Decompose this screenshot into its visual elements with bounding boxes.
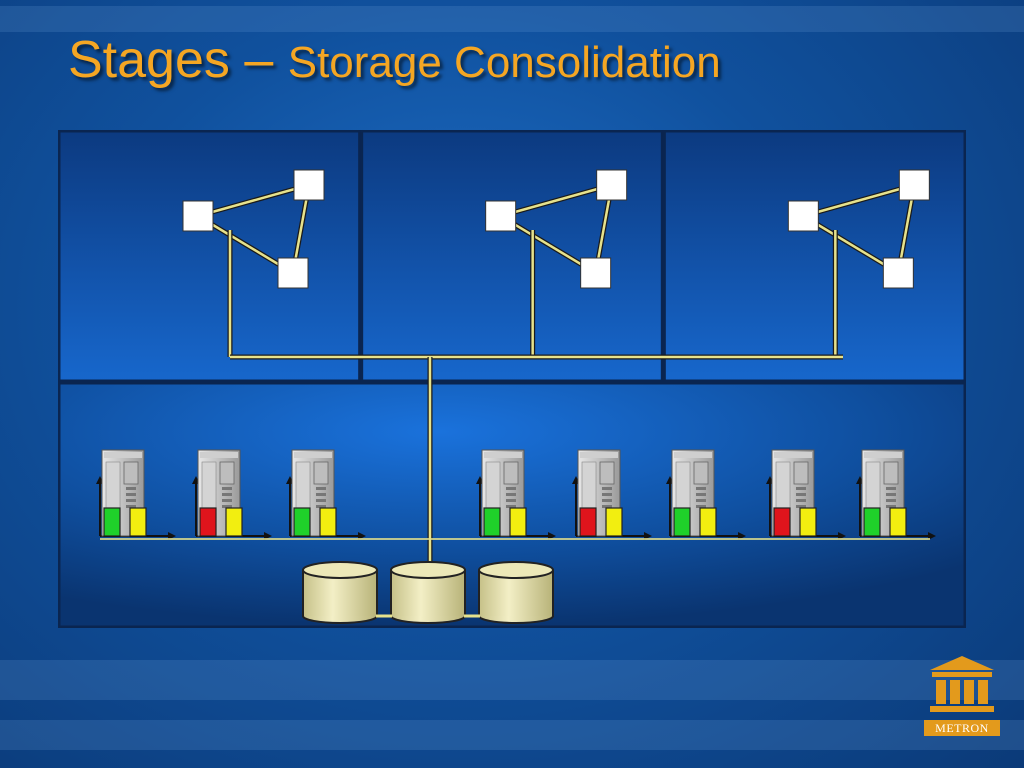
- network-link: [197, 214, 294, 275]
- title-sub: Storage Consolidation: [287, 38, 721, 87]
- status-indicator-green: [293, 507, 311, 537]
- storage-disk-icon: [302, 561, 378, 624]
- status-indicator-yellow: [889, 507, 907, 537]
- title-main: Stages –: [68, 31, 288, 89]
- network-node-icon: [580, 257, 612, 289]
- status-indicator-green: [103, 507, 121, 537]
- region-panel-1: [58, 130, 362, 383]
- slide-title: Stages – Storage Consolidation: [68, 30, 721, 100]
- background-stripe: [0, 720, 1024, 750]
- network-node-icon: [182, 200, 214, 232]
- storage-disk-icon: [478, 561, 554, 624]
- network-node-icon: [293, 169, 325, 201]
- network-link: [802, 183, 915, 218]
- network-link: [500, 183, 613, 218]
- network-link: [802, 214, 899, 275]
- network-node-icon: [596, 169, 628, 201]
- network-node-icon: [485, 200, 517, 232]
- network-node-icon: [898, 169, 930, 201]
- storage-disk-icon: [390, 561, 466, 624]
- status-indicator-green: [483, 507, 501, 537]
- status-indicator-yellow: [129, 507, 147, 537]
- status-indicator-yellow: [319, 507, 337, 537]
- status-indicator-red: [199, 507, 217, 537]
- status-indicator-yellow: [799, 507, 817, 537]
- network-link: [197, 183, 310, 218]
- region-panel-3: [662, 130, 966, 383]
- region-panel-2: [360, 130, 664, 383]
- background-stripe: [0, 660, 1024, 700]
- metron-temple-logo: [930, 656, 994, 712]
- status-indicator-green: [673, 507, 691, 537]
- network-node-icon: [787, 200, 819, 232]
- status-indicator-yellow: [605, 507, 623, 537]
- network-node-icon: [277, 257, 309, 289]
- status-indicator-red: [579, 507, 597, 537]
- status-indicator-yellow: [509, 507, 527, 537]
- network-link: [500, 214, 597, 275]
- status-indicator-yellow: [699, 507, 717, 537]
- status-indicator-green: [863, 507, 881, 537]
- status-indicator-yellow: [225, 507, 243, 537]
- consolidation-diagram: [58, 130, 966, 628]
- logo-text: METRON: [924, 720, 1000, 736]
- status-indicator-red: [773, 507, 791, 537]
- network-node-icon: [882, 257, 914, 289]
- background-stripe: [0, 6, 1024, 32]
